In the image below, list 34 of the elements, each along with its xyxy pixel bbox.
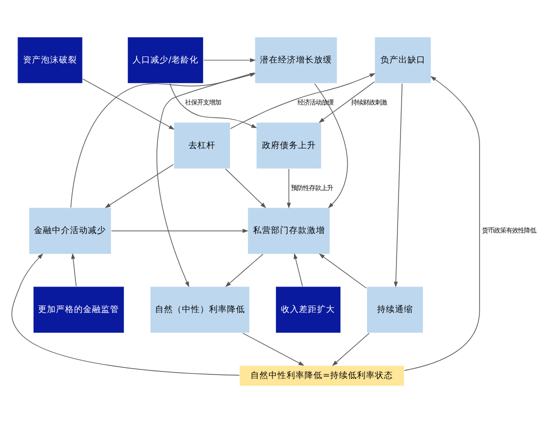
arrow [11, 253, 240, 376]
arrow [230, 73, 376, 129]
arrow [225, 168, 266, 208]
arrow [156, 72, 255, 288]
arrow [404, 76, 480, 371]
arrow [104, 164, 174, 208]
node-box: 私营部门存款激增 [247, 207, 330, 255]
node-box: 更加严格的金融监管 [32, 286, 125, 334]
node-box: 负产出缺口 [374, 36, 432, 84]
arrow [314, 83, 348, 208]
arrow [318, 254, 367, 288]
arrow [242, 332, 304, 366]
arrow [318, 82, 375, 123]
arrow [225, 254, 264, 287]
node-box: 资产泡沫破裂 [17, 36, 83, 84]
node-box: 人口减少/老龄化 [127, 36, 204, 84]
arrow [170, 83, 258, 128]
arrow [82, 78, 175, 130]
node-box: 自然中性利率降低=持续低利率状态 [238, 364, 405, 386]
arrow [294, 253, 303, 287]
arrow [394, 83, 402, 288]
arrow [111, 228, 248, 233]
node-box: 潜在经济增长放缓 [254, 36, 338, 84]
arrow [70, 73, 256, 208]
arrow [71, 253, 77, 287]
node-box: 政府债务上升 [256, 122, 322, 170]
arrow [332, 332, 370, 366]
node-box: 收入差距扩大 [275, 286, 342, 334]
arrow [203, 58, 256, 62]
node-box: 持续通缩 [366, 286, 424, 334]
arrow [286, 168, 291, 208]
node-box: 自然（中性）利率降低 [150, 286, 250, 334]
node-box: 去杠杆 [173, 122, 231, 170]
node-box: 金融中介活动减少 [28, 207, 112, 255]
